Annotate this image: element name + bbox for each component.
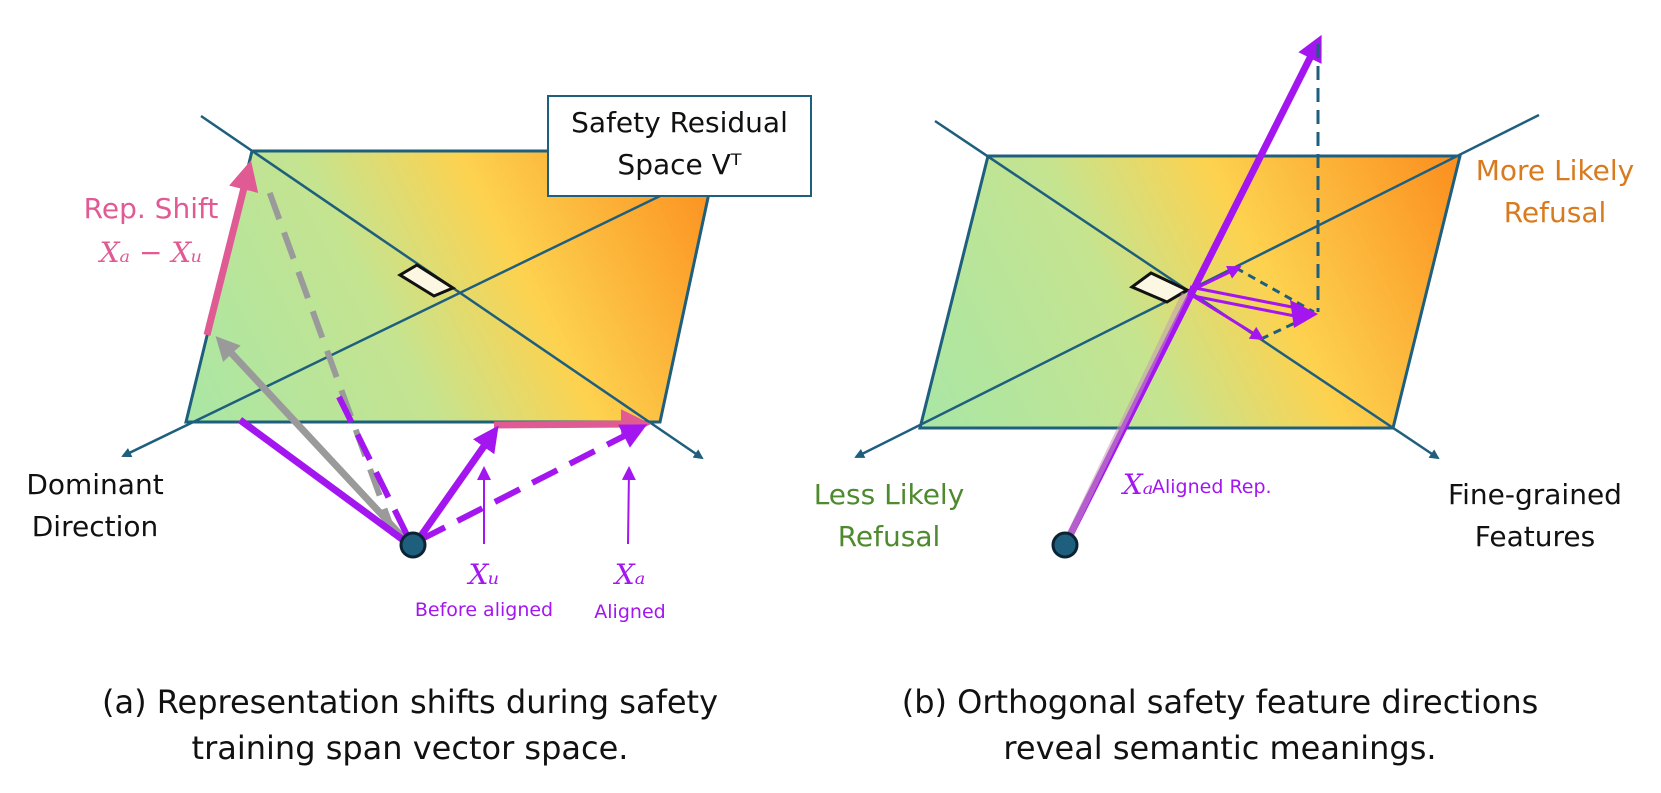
projection-dash-upper	[1235, 266, 1315, 314]
safety-residual-label-line1: Safety Residual	[571, 106, 788, 139]
dashed-purple-aligned	[418, 424, 648, 543]
right-angle-marker	[397, 263, 457, 298]
more-likely-refusal-line2: Refusal	[1503, 196, 1607, 229]
panel-b-diagram	[854, 34, 1540, 559]
space-word: Space Vᵀ	[617, 148, 742, 181]
dominant-direction-axis	[121, 194, 661, 458]
caption-a-line2: training span vector space.	[191, 729, 629, 767]
right-angle-marker	[1129, 271, 1191, 304]
projection-arrow-head	[1290, 300, 1318, 328]
pink-shift-bottom	[493, 409, 651, 440]
projection-double-line-1	[1189, 285, 1303, 311]
more-likely-refusal-line1: More Likely	[1475, 154, 1635, 187]
aligned-rep-through-plane	[1061, 292, 1189, 547]
aligned-rep-symbol: Xₐ	[1122, 468, 1154, 501]
safety-residual-box	[547, 95, 812, 197]
dominant-direction-label-line2: Direction	[31, 510, 159, 543]
xu-symbol: Xᵤ	[468, 558, 500, 591]
safety-residual-label-line2: Space Vᵀ	[548, 148, 811, 181]
dominant-direction-label-line1: Dominant	[26, 468, 164, 501]
aligned-rep-caption: Aligned Rep.	[1152, 476, 1272, 498]
rep-shift-formula: Xₐ − Xᵤ	[99, 236, 203, 269]
less-likely-refusal-line2: Refusal	[837, 520, 941, 553]
component-down	[1187, 291, 1265, 341]
gray-vector	[215, 336, 413, 548]
origin-point	[1051, 531, 1079, 559]
xa-caption: Aligned	[594, 601, 666, 623]
caption-a-line1: (a) Representation shifts during safety	[101, 683, 718, 721]
fine-grained-features-line1: Fine-grained	[1448, 478, 1622, 511]
dashed-gray-vector	[262, 178, 397, 537]
caption-b-line1: (b) Orthogonal safety feature directions	[901, 683, 1539, 721]
xu-caption: Before aligned	[414, 599, 554, 621]
dashed-purple-left	[335, 393, 410, 537]
rep-shift-label: Rep. Shift	[83, 192, 219, 225]
pink-shift-left	[203, 160, 259, 336]
origin-point	[399, 531, 427, 559]
xa-symbol: Xₐ	[614, 558, 646, 591]
less-likely-refusal-line1: Less Likely	[813, 478, 965, 511]
xu-vector	[415, 425, 499, 543]
panel-a-diagram	[121, 95, 812, 559]
xa-pointer	[621, 466, 636, 545]
fine-grained-features-line2: Features	[1474, 520, 1596, 553]
projection-double-line-2	[1187, 293, 1301, 319]
caption-b-line2: reveal semantic meanings.	[1003, 729, 1437, 767]
purple-vector-left	[237, 417, 413, 548]
